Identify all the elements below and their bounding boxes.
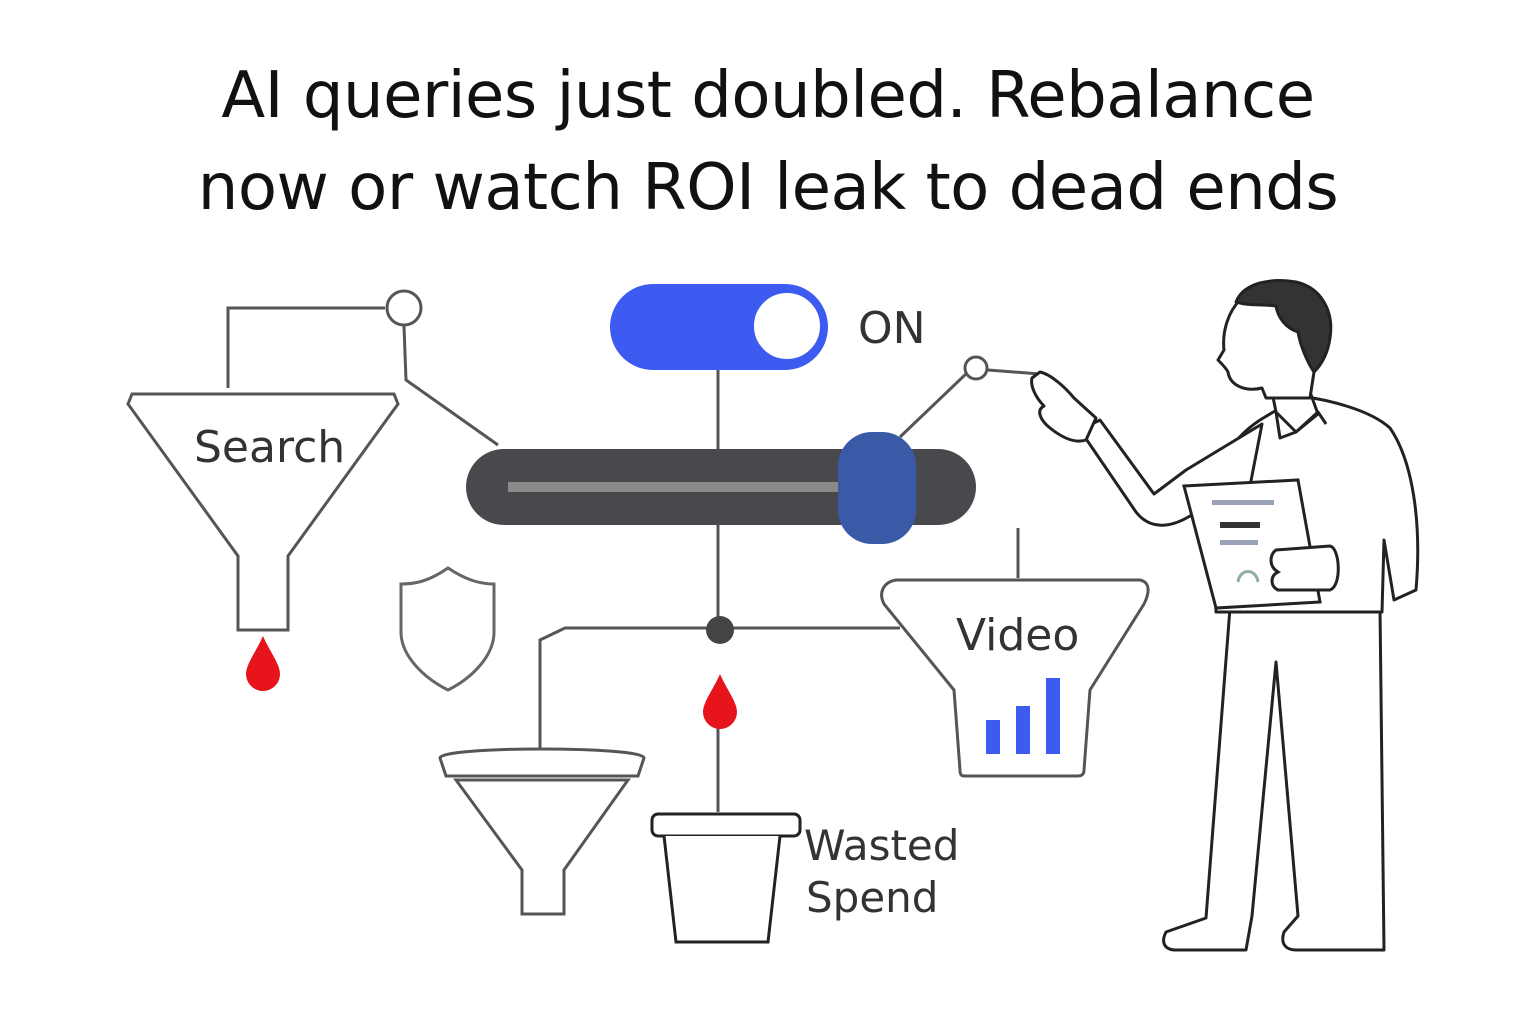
wasted-spend-bucket xyxy=(650,812,802,944)
connector-node-small xyxy=(963,355,989,381)
connector-lines xyxy=(226,306,1041,812)
toggle-switch[interactable] xyxy=(610,284,828,370)
search-funnel xyxy=(126,392,400,632)
video-funnel xyxy=(880,578,1150,778)
search-funnel-label: Search xyxy=(194,422,345,473)
video-funnel-label: Video xyxy=(956,610,1079,661)
holding-hand xyxy=(1269,544,1340,592)
bar-chart-icon xyxy=(986,678,1060,754)
headline-line-1: AI queries just doubled. Rebalance xyxy=(221,59,1315,133)
connector-node xyxy=(385,289,423,327)
bucket-label-1: Wasted xyxy=(804,821,959,870)
slider-knob[interactable] xyxy=(838,432,916,544)
shield-icon xyxy=(399,566,496,692)
junction-dot xyxy=(706,616,734,644)
drop-icon-center xyxy=(703,674,737,729)
headline: AI queries just doubled. Rebalance now o… xyxy=(0,50,1536,234)
dead-end-funnel xyxy=(438,747,646,916)
headline-line-2: now or watch ROI leak to dead ends xyxy=(197,151,1339,225)
drop-icon xyxy=(246,636,280,691)
bucket-label-2: Spend xyxy=(806,873,938,922)
person-icon xyxy=(1030,279,1420,952)
budget-slider[interactable] xyxy=(466,432,976,544)
toggle-label: ON xyxy=(858,303,926,354)
